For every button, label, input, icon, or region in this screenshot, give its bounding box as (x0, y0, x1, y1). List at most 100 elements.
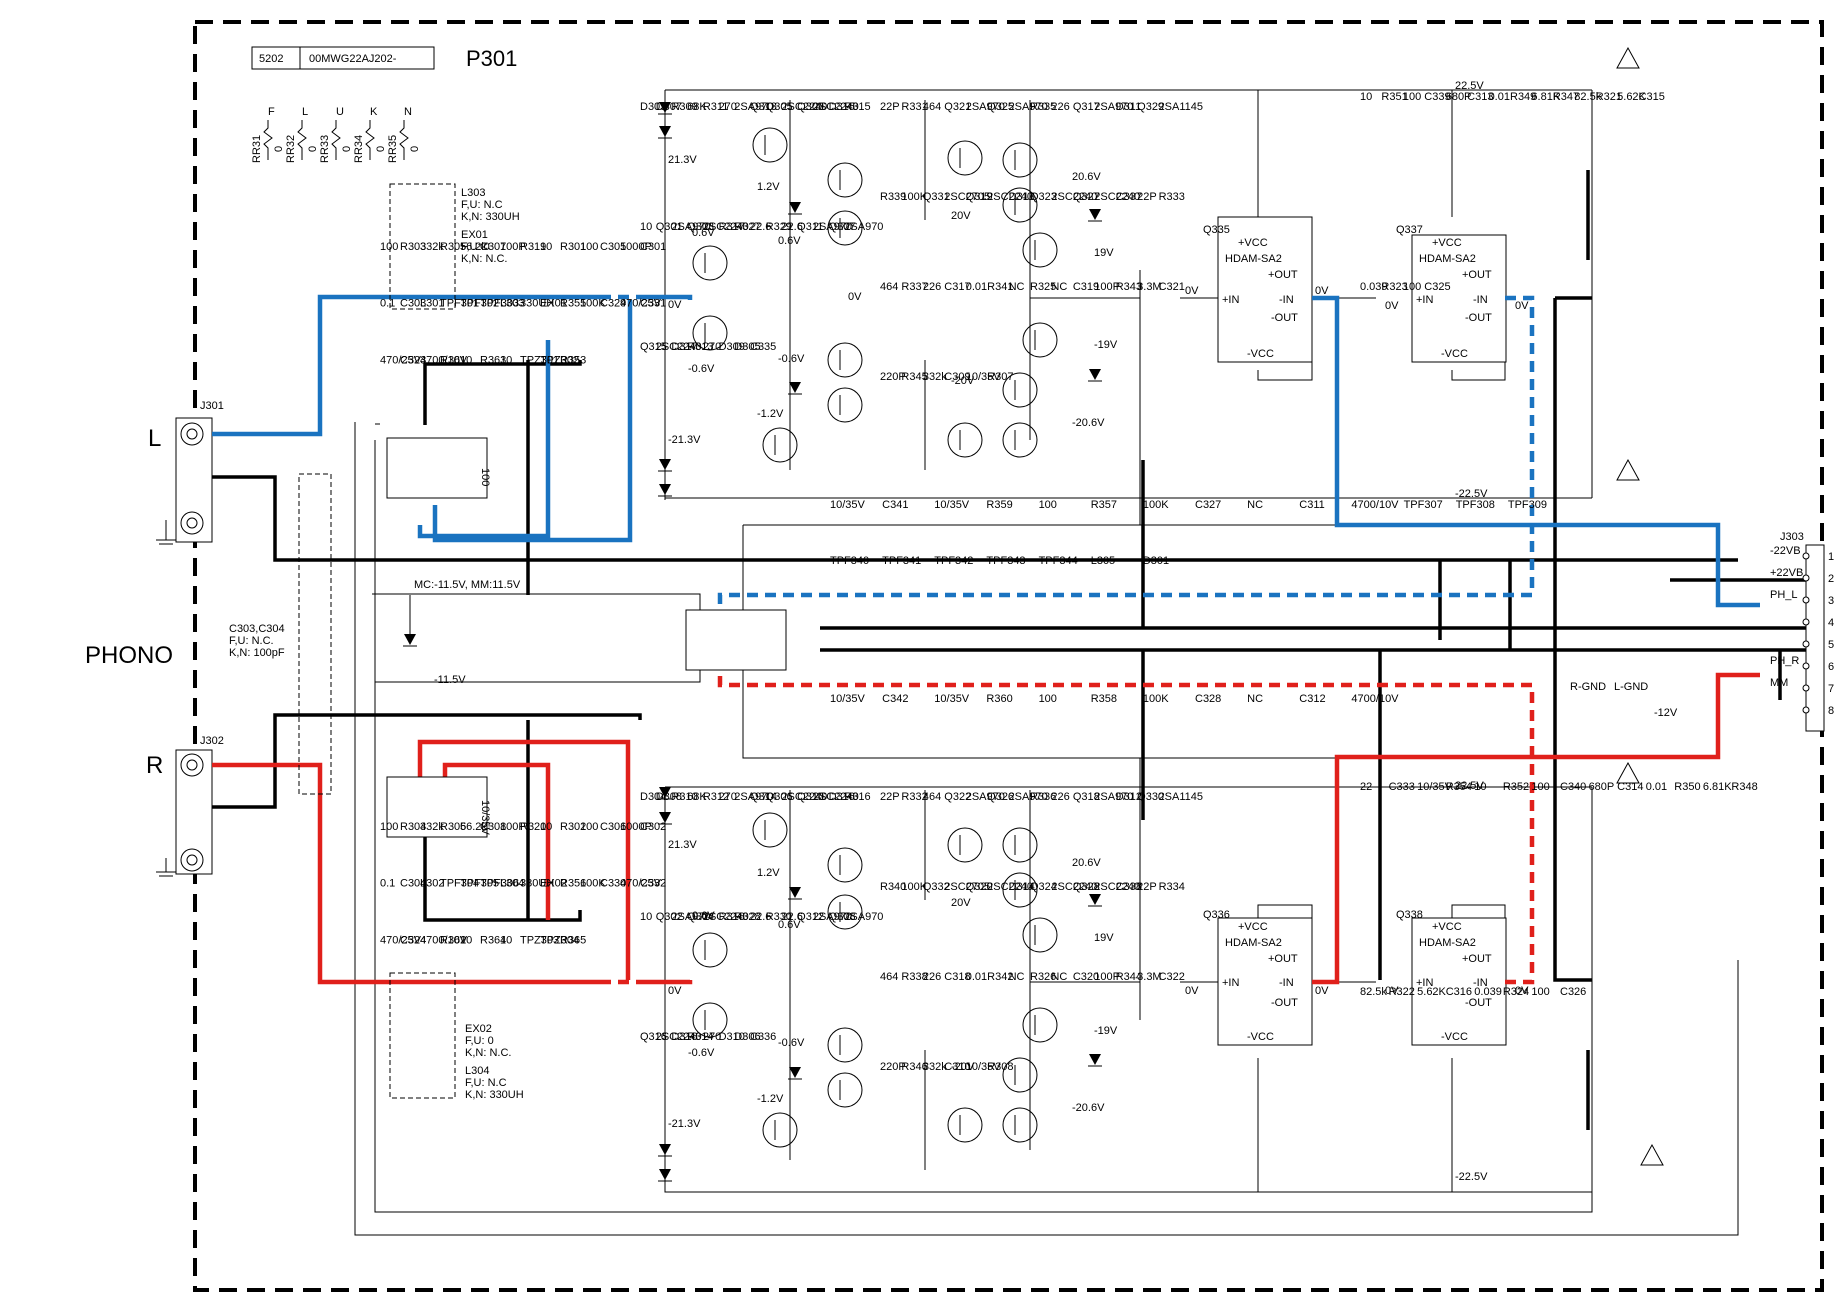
svg-text:20.6V: 20.6V (1072, 171, 1101, 183)
svg-text:Q336: Q336 (1203, 909, 1230, 921)
upper-output-component-label: 10/35V (966, 371, 1002, 383)
svg-text:-1.2V: -1.2V (757, 1093, 784, 1105)
upper-input-component-label: R319 (520, 241, 546, 253)
svg-text:F,U: N.C: F,U: N.C (465, 1077, 507, 1089)
svg-text:1.2V: 1.2V (757, 181, 780, 193)
lower-input-component-label: TPF306 (480, 878, 519, 890)
upper-feedback-component-label: 10/35V (830, 499, 866, 511)
upper-input-component-label: 56.2k (460, 241, 487, 253)
lower-driver-component-label: Q304 (687, 911, 714, 923)
upper-feedback-component-label: R359 (986, 499, 1012, 511)
upper-output-component-label: Q319 (966, 191, 993, 203)
lower-driver-component-label: R328 (734, 911, 760, 923)
upper-feedback-component-label: TPF308 (1456, 499, 1495, 511)
transistor-symbol (1022, 322, 1058, 358)
svg-text:20.6V: 20.6V (1072, 857, 1101, 869)
lower-input-component-label: C330 (600, 878, 626, 890)
lower-input-component-label: C324 (400, 934, 426, 946)
region-resistor-value: 0 (409, 146, 421, 152)
opamp-q336: Q336 +VCC HDAM-SA2 +OUT +IN -IN -OUT -VC… (1203, 909, 1298, 1043)
upper-driver-component-label: 2SA970 (734, 101, 773, 113)
connector-pin-number: 7 (1828, 683, 1834, 695)
lower-input-component-label: 10 (500, 934, 512, 946)
opamp-q338: Q338 +VCC HDAM-SA2 +OUT +IN -IN -OUT -VC… (1396, 909, 1492, 1043)
connector-pin-number: 3 (1828, 595, 1834, 607)
upper-output-component-label: 2SA970 (1094, 101, 1133, 113)
upper-output-component-label: 226 (923, 281, 941, 293)
lower-input-component-label: C306 (600, 821, 626, 833)
lower-input-component-label: 330UH (520, 878, 554, 890)
upper-driver-component-label: R329 (766, 221, 792, 233)
upper-driver-component-label: 10 (640, 221, 652, 233)
svg-text:J303: J303 (1780, 531, 1804, 543)
region-code-label: U (336, 106, 344, 118)
upper-driver-component-label: 270 (719, 101, 737, 113)
upper-output-component-label: R345 (901, 371, 927, 383)
part-code: 5202 (259, 53, 283, 65)
connector-pin (1802, 684, 1810, 692)
lower-driver-component-label: Q302 (656, 911, 683, 923)
relay-l301: 100 (386, 437, 491, 499)
upper-output-component-label: 332k (923, 371, 947, 383)
svg-text:0V: 0V (1315, 985, 1329, 997)
svg-text:-IN: -IN (1279, 977, 1294, 989)
lower-supply-component-label: C326 (1560, 986, 1586, 998)
lower-feedback-component-label: R358 (1091, 693, 1117, 705)
svg-text:-20V: -20V (951, 1061, 975, 1073)
diode-symbol (404, 634, 416, 645)
upper-feedback-component-label: R357 (1091, 499, 1117, 511)
upper-driver-component-label: Q315 (640, 341, 667, 353)
transistor-symbol (752, 812, 788, 848)
lower-supply-component-label: C333 (1389, 781, 1415, 793)
lower-supply-component-label: 0.01 (1646, 781, 1667, 793)
region-code-label: L (302, 106, 308, 118)
transistor-symbol (827, 894, 863, 930)
wiring (354, 89, 1739, 1236)
upper-input-component-label: L303 (500, 298, 524, 310)
upper-supply-component-label: 680P (1446, 91, 1472, 103)
transistor-symbol (947, 140, 983, 176)
upper-driver-component-label: 2SC2240 (813, 101, 859, 113)
relay-l302: 10/35V (386, 776, 491, 838)
transistor-symbol (1022, 917, 1058, 953)
lower-input-component-label: 100 (380, 821, 398, 833)
upper-output-component-label: Q331 (923, 191, 950, 203)
lower-output-component-label: C310 (944, 1061, 970, 1073)
lower-output-component-label: R346 (901, 1061, 927, 1073)
lower-output-component-label: NC (1009, 971, 1025, 983)
upper-output-component-label: C309 (944, 371, 970, 383)
svg-text:0V: 0V (1185, 985, 1199, 997)
upper-feedback-component-label: TPF343 (986, 555, 1025, 567)
svg-text:J302: J302 (200, 735, 224, 747)
lower-feedback-component-label: 10/35V (934, 693, 970, 705)
lower-output-component-label: 3.3M (1137, 971, 1161, 983)
lower-input-component-label: 332k (420, 821, 444, 833)
connector-pin-label: PH_L (1770, 589, 1798, 601)
lower-output-component-label: Q320 (966, 881, 993, 893)
transistor-symbol (752, 127, 788, 163)
opamp-q336-body (1217, 917, 1313, 1046)
upper-output-component-label: R307 (987, 371, 1013, 383)
upper-output-component-label: Q325 (987, 101, 1014, 113)
svg-text:F,U: 0: F,U: 0 (465, 1035, 494, 1047)
lower-input-component-label: TPZ304 (540, 934, 579, 946)
svg-text:-19V: -19V (1094, 1025, 1118, 1037)
upper-output-component-label: 2SA970 (966, 101, 1005, 113)
lower-output-component-label: 10/35V (966, 1061, 1002, 1073)
upper-driver-component-label: 22.6 (781, 221, 802, 233)
upper-driver-component-label: Q311 (797, 221, 823, 233)
capacitor-c303-box (298, 473, 332, 795)
lower-output-component-label: 100K (901, 881, 927, 893)
upper-feedback-component-label: D301 (1143, 555, 1169, 567)
input-right-label: R (146, 752, 163, 779)
lower-supply-component-label: R322 (1389, 986, 1415, 998)
lower-output-component-label: R326 (1030, 971, 1056, 983)
lower-output-component-label: 464 (923, 791, 941, 803)
lower-supply-component-label: R350 (1674, 781, 1700, 793)
svg-text:+IN: +IN (1222, 977, 1239, 989)
svg-text:0.6V: 0.6V (692, 910, 715, 922)
lower-output-component-label: R334 (1159, 881, 1185, 893)
upper-feedback-component-label: 10/35V (934, 499, 970, 511)
lower-input-component-label: 56.2k (460, 821, 487, 833)
upper-output-component-label: 22P (1137, 191, 1157, 203)
